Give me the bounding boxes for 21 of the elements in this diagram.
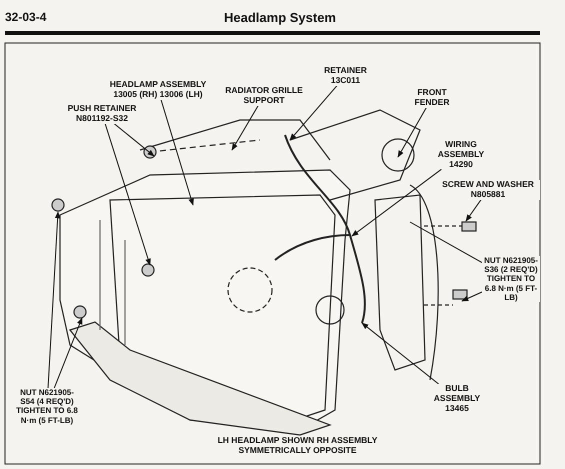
leader-line: [160, 99, 194, 206]
leader-line: [410, 222, 482, 264]
callout-label: BULB ASSEMBLY 13465: [432, 384, 482, 414]
page-title: Headlamp System: [223, 10, 337, 25]
leader-line: [104, 123, 151, 266]
leader-line: [48, 211, 60, 388]
page-number: 32-03-4: [5, 10, 46, 24]
callout-label: HEADLAMP ASSEMBLY 13005 (RH) 13006 (LH): [108, 80, 208, 100]
leader-line: [398, 107, 427, 158]
leader-line: [114, 123, 155, 156]
leader-line: [461, 292, 482, 302]
callout-label: PUSH RETAINER N801192-S32: [66, 104, 138, 124]
leader-line: [290, 85, 338, 141]
leader-line: [351, 168, 442, 236]
callout-label: NUT N621905-S54 (4 REQ'D) TIGHTEN TO 6.8 N·m (5 FT-LB): [14, 388, 80, 425]
figure-note: LH HEADLAMP SHOWN RH ASSEMBLY SYMMETRICALLY OPPOSITE: [215, 436, 380, 456]
leader-line: [361, 322, 440, 384]
leader-line: [466, 199, 482, 222]
leader-line: [54, 317, 82, 388]
leader-line: [232, 105, 259, 151]
callout-label: NUT N621905-S36 (2 REQ'D) TIGHTEN TO 6.8 N·m (5 FT-LB): [482, 256, 540, 302]
